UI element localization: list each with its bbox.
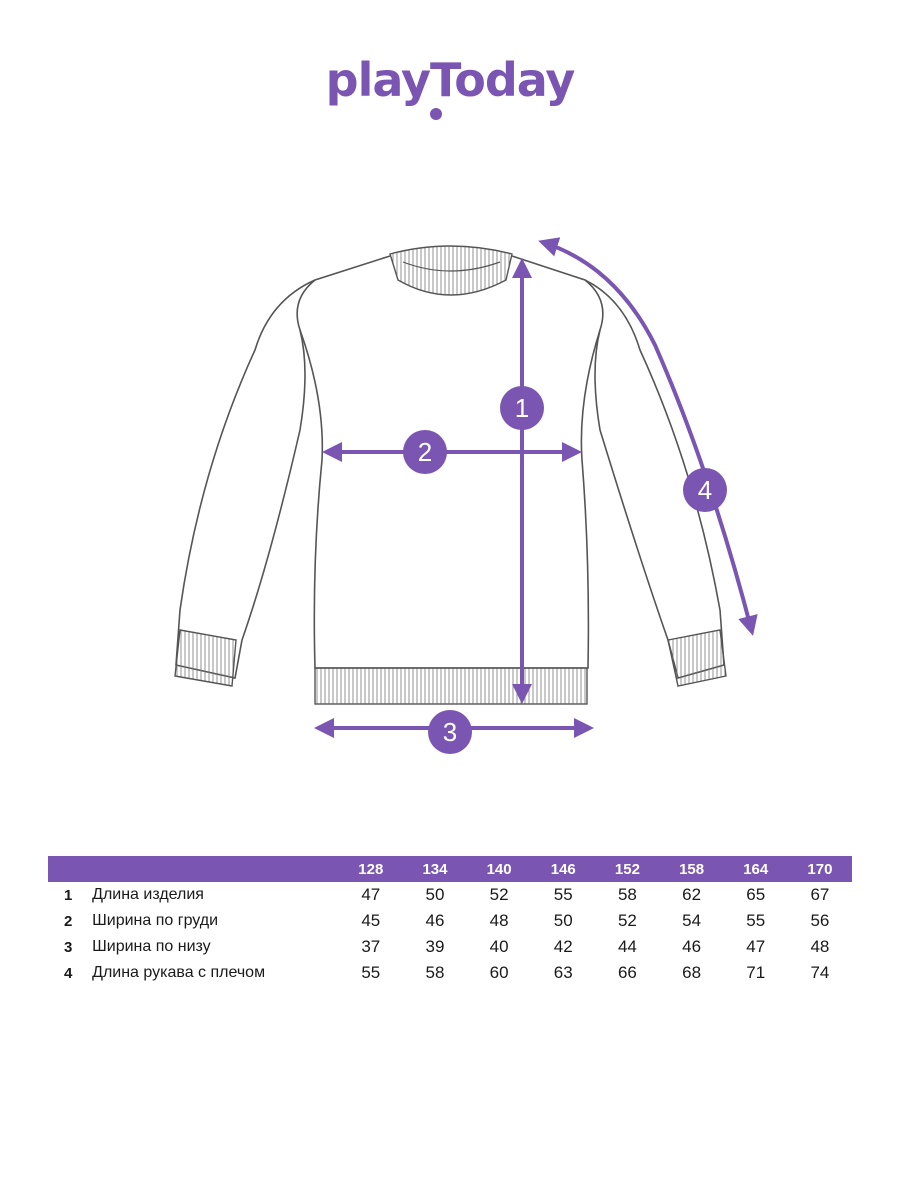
- logo-dot-icon: [430, 108, 442, 120]
- size-table: 128 134 140 146 152 158 164 170 1 Длина …: [48, 856, 852, 986]
- hem-rib: [314, 667, 588, 705]
- size-header: 134: [402, 856, 468, 882]
- measure-sleeve: 4: [538, 237, 758, 636]
- table-cell: 46: [682, 937, 702, 956]
- table-row: 1 Длина изделия 47 50 52 55 58 62 65 67: [48, 882, 852, 908]
- table-cell: 52: [489, 885, 509, 904]
- table-cell: 65: [746, 885, 766, 904]
- table-cell: 50: [553, 911, 573, 930]
- table-cell: 47: [746, 937, 766, 956]
- row-name: Ширина по груди: [92, 912, 219, 929]
- table-cell: 39: [425, 937, 445, 956]
- size-header: 152: [595, 856, 660, 882]
- table-row: 2 Ширина по груди 45 46 48 50 52 54 55 5…: [48, 908, 852, 934]
- row-name: Длина изделия: [92, 886, 204, 903]
- header-empty-num: [48, 856, 93, 882]
- measure-chest: 2: [322, 430, 582, 474]
- row-name: Ширина по низу: [92, 938, 211, 955]
- table-cell: 48: [810, 937, 830, 956]
- collar-inner: [402, 261, 501, 272]
- table-cell: 58: [617, 885, 637, 904]
- size-header-row: 128 134 140 146 152 158 164 170: [48, 856, 852, 882]
- table-cell: 63: [553, 963, 573, 982]
- measure-length: 1: [500, 258, 544, 704]
- sweatshirt-diagram: 1 2 3 4: [174, 237, 758, 754]
- left-cuff: [174, 629, 237, 687]
- table-cell: 47: [361, 885, 381, 904]
- header-empty-name: [92, 856, 339, 882]
- table-cell: 62: [682, 885, 702, 904]
- table-cell: 45: [361, 911, 381, 930]
- table-cell: 67: [810, 885, 830, 904]
- size-header: 140: [467, 856, 532, 882]
- table-cell: 60: [489, 963, 509, 982]
- table-cell: 44: [617, 937, 637, 956]
- marker-4-label: 4: [698, 475, 712, 505]
- size-header: 158: [659, 856, 724, 882]
- table-cell: 40: [489, 937, 509, 956]
- table-cell: 55: [553, 885, 573, 904]
- size-header: 164: [723, 856, 788, 882]
- table-cell: 66: [617, 963, 637, 982]
- marker-1-label: 1: [515, 393, 529, 423]
- table-cell: 55: [746, 911, 766, 930]
- table-cell: 71: [746, 963, 766, 982]
- right-cuff: [667, 629, 727, 687]
- table-cell: 58: [425, 963, 445, 982]
- table-cell: 50: [425, 885, 445, 904]
- table-row: 3 Ширина по низу 37 39 40 42 44 46 47 48: [48, 934, 852, 960]
- row-number: 4: [64, 964, 73, 982]
- table-cell: 55: [361, 963, 381, 982]
- table-cell: 74: [810, 963, 830, 982]
- measure-hem: 3: [314, 710, 594, 754]
- table-cell: 42: [553, 937, 573, 956]
- table-row: 4 Длина рукава с плечом 55 58 60 63 66 6…: [48, 960, 852, 986]
- brand-logo: playToday: [326, 53, 576, 120]
- size-header: 128: [338, 856, 403, 882]
- table-cell: 46: [425, 911, 445, 930]
- marker-2-label: 2: [418, 437, 432, 467]
- row-number: 1: [64, 886, 73, 904]
- marker-3-label: 3: [443, 717, 457, 747]
- brand-logo-text: playToday: [326, 53, 576, 107]
- table-cell: 54: [682, 911, 702, 930]
- row-name: Длина рукава с плечом: [92, 964, 266, 981]
- table-cell: 56: [810, 911, 830, 930]
- table-cell: 48: [489, 911, 509, 930]
- row-number: 3: [64, 938, 73, 956]
- table-cell: 37: [361, 937, 381, 956]
- row-number: 2: [64, 912, 73, 930]
- size-header: 146: [531, 856, 596, 882]
- size-header: 170: [787, 856, 852, 882]
- table-cell: 68: [682, 963, 702, 982]
- table-cell: 52: [617, 911, 637, 930]
